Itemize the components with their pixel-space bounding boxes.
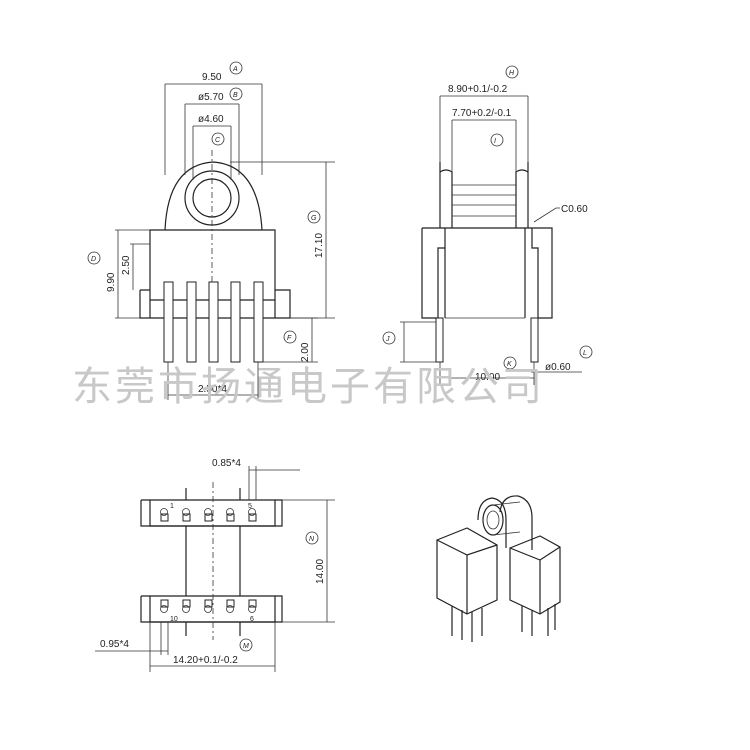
dim-pin-pitch: 2.50*4 xyxy=(198,384,227,395)
tag-f: F xyxy=(287,335,292,342)
side-pin-right xyxy=(530,317,539,363)
tag-i: I xyxy=(494,138,496,145)
watermark: 东莞市扬通电子有限公司 xyxy=(72,364,545,410)
pin-label-5: 5 xyxy=(248,503,252,510)
front-view: 9.50 A ø5.70 B ø4.60 C 17.10 G 9.90 D 2. xyxy=(87,61,335,400)
dim-pin-width: 0.85*4 xyxy=(212,458,241,469)
isometric-view xyxy=(436,495,561,642)
tag-j: J xyxy=(385,336,390,343)
dim-outer-dia: ø5.70 xyxy=(198,92,224,103)
tag-n: N xyxy=(309,536,315,543)
tag-h: H xyxy=(509,70,515,77)
dim-flange-height: 2.50 xyxy=(121,255,132,275)
side-view: 8.90+0.1/-0.2 H 7.70+0.2/-0.1 I C0.60 J … xyxy=(382,65,593,385)
tag-g: G xyxy=(311,215,317,222)
bottom-view: 1 5 10 6 0.85*4 14.00 N 0.95*4 14.20+0.1… xyxy=(95,458,335,672)
tag-c: C xyxy=(215,137,221,144)
dim-base-height: 9.90 xyxy=(106,272,117,292)
pin-label-6: 6 xyxy=(250,616,254,623)
tag-l: L xyxy=(583,350,587,357)
tag-m: M xyxy=(243,643,249,650)
dim-pin-span: 10.00 xyxy=(475,372,500,383)
front-pins xyxy=(163,281,264,363)
bottom-pins-bottom xyxy=(160,599,257,613)
pin-label-10: 10 xyxy=(170,616,178,623)
dim-length: 14.00 xyxy=(315,559,326,584)
dim-width-bottom: 14.20+0.1/-0.2 xyxy=(173,655,238,666)
dim-pin-gap: 0.95*4 xyxy=(100,639,129,650)
dim-inner-dia: ø4.60 xyxy=(198,114,224,125)
dim-outer-width: 8.90+0.1/-0.2 xyxy=(448,84,508,95)
side-pin-left xyxy=(435,317,444,363)
pin-label-1: 1 xyxy=(170,503,174,510)
dim-width: 9.50 xyxy=(202,72,222,83)
dim-chamfer: C0.60 xyxy=(561,204,588,215)
tag-k: K xyxy=(507,361,512,368)
dim-height: 17.10 xyxy=(314,233,325,258)
tag-d: D xyxy=(91,256,96,263)
dim-inner-width: 7.70+0.2/-0.1 xyxy=(452,108,512,119)
tag-a: A xyxy=(232,66,238,73)
dim-pin-length: 2.00 xyxy=(300,342,311,362)
dim-pin-dia: ø0.60 xyxy=(545,362,571,373)
bottom-pins-top xyxy=(160,508,257,522)
tag-b: B xyxy=(233,92,238,99)
